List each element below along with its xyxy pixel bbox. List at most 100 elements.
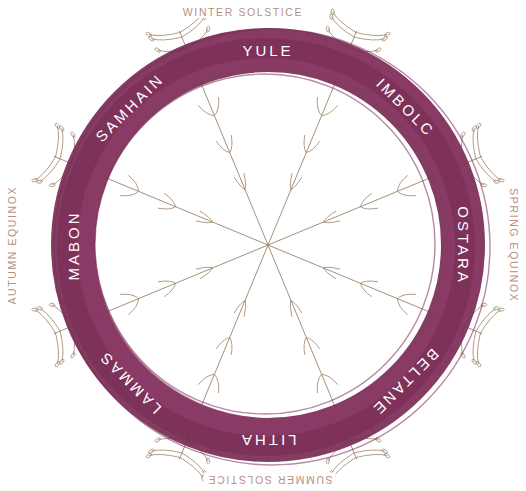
leaf — [70, 131, 76, 138]
leaf — [480, 157, 501, 180]
leaf — [56, 333, 59, 364]
leaf — [164, 193, 175, 206]
leaf — [290, 173, 292, 190]
leaf — [128, 299, 138, 315]
sabbat-name: OSTARA — [455, 206, 470, 285]
leaf — [40, 159, 61, 182]
leaf — [234, 300, 245, 313]
leaf — [196, 267, 213, 269]
leaf — [473, 128, 476, 159]
leaf — [230, 135, 232, 153]
leaf — [158, 281, 176, 283]
leaf — [354, 37, 385, 40]
leaf — [49, 183, 55, 187]
leaf — [397, 299, 407, 315]
leaf — [244, 173, 246, 190]
leaf — [164, 283, 175, 296]
leaf — [244, 300, 246, 317]
leaf — [206, 26, 210, 32]
leaf — [317, 97, 321, 116]
season-label: SUMMER SOLSTICE — [204, 473, 336, 486]
leaf — [356, 33, 387, 36]
leaf — [384, 453, 391, 459]
leaf — [180, 457, 203, 478]
leaf — [120, 294, 139, 298]
leaf — [35, 310, 56, 333]
leaf — [60, 128, 63, 159]
leaf — [322, 374, 338, 384]
leaf — [498, 308, 504, 312]
leaf — [56, 126, 59, 157]
leaf — [480, 310, 501, 333]
leaf — [214, 97, 218, 116]
leaf — [200, 211, 213, 222]
leaf — [323, 268, 336, 279]
leaf — [146, 31, 153, 37]
leaf — [323, 211, 336, 222]
leaf — [200, 268, 213, 279]
leaf — [356, 454, 387, 457]
leaf — [476, 123, 482, 130]
ring-wash — [73, 50, 463, 440]
leaf — [32, 308, 38, 312]
leaf — [476, 308, 497, 331]
leaf — [70, 352, 76, 359]
leaf — [54, 123, 60, 130]
leaf — [397, 175, 407, 191]
leaf — [498, 178, 504, 182]
leaf — [214, 374, 218, 393]
leaf — [306, 337, 319, 348]
leaf — [206, 458, 210, 464]
leaf — [151, 37, 182, 40]
leaf — [35, 157, 56, 180]
leaf — [375, 47, 382, 53]
sabbat-name: LITHA — [239, 433, 297, 448]
leaf — [291, 177, 302, 190]
leaf — [128, 175, 138, 191]
leaf — [384, 31, 391, 37]
leaf — [216, 141, 229, 152]
wheel-band: YULEIMBOLCOSTARABELTANELITHALAMMASMABONS… — [38, 15, 498, 475]
leaf — [323, 267, 340, 269]
leaf — [323, 221, 340, 223]
leaf — [151, 450, 182, 453]
leaf — [306, 141, 319, 152]
ring-wash — [67, 48, 465, 446]
leaf — [304, 135, 306, 153]
leaf — [196, 221, 213, 223]
leaf — [60, 331, 63, 362]
leaf — [331, 9, 335, 15]
leaf — [146, 453, 153, 459]
leaf — [360, 281, 378, 283]
leaf — [149, 33, 180, 36]
leaf — [397, 294, 416, 298]
leaf — [154, 437, 161, 443]
leaf — [154, 47, 161, 53]
leaf — [290, 300, 292, 317]
season-label: WINTER SOLSTICE — [180, 6, 306, 19]
leaf — [317, 374, 321, 393]
ring-wash — [95, 74, 435, 414]
leaf — [216, 337, 229, 348]
leaf — [360, 207, 378, 209]
leaf — [304, 337, 306, 355]
leaf — [182, 17, 205, 38]
ring-shape — [38, 15, 498, 475]
leaf — [473, 331, 476, 362]
leaf — [333, 457, 356, 478]
leaf — [354, 450, 385, 453]
leaf — [230, 337, 232, 355]
leaf — [234, 177, 245, 190]
leaf — [397, 191, 416, 195]
season-label: AUTUMN EQUINOX — [6, 183, 19, 308]
leaf — [32, 178, 38, 182]
leaf — [331, 17, 354, 38]
leaf — [198, 105, 214, 115]
leaf — [360, 193, 371, 206]
leaf — [49, 303, 55, 307]
leaf — [476, 361, 482, 368]
ring-wash — [78, 49, 464, 435]
sabbat-name: YULE — [242, 43, 293, 58]
leaf — [158, 207, 176, 209]
